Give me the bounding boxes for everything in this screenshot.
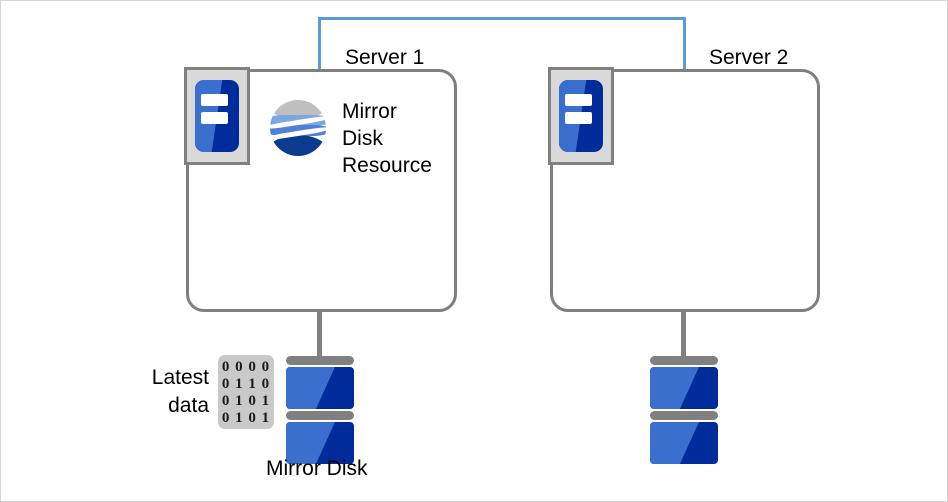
binary-row: 0 0 0 0 bbox=[221, 358, 271, 375]
binary-row: 0 1 0 1 bbox=[221, 409, 271, 426]
globe-segment-navy bbox=[270, 134, 326, 156]
server-slot-bar bbox=[565, 112, 593, 125]
disk-bar bbox=[650, 411, 718, 420]
disk-platter bbox=[650, 367, 718, 409]
latest-data-label: Latest data bbox=[124, 364, 209, 420]
server-unit-icon bbox=[548, 67, 614, 165]
interconnect-line-right bbox=[683, 17, 686, 70]
server-1-mirror-disk bbox=[286, 356, 354, 466]
disk-platter bbox=[286, 422, 354, 464]
server-2-disk-cable bbox=[681, 310, 686, 360]
server-unit-icon bbox=[184, 67, 250, 165]
binary-row: 0 1 0 1 bbox=[221, 392, 271, 409]
server-1-disk-cable bbox=[317, 310, 322, 360]
interconnect-line-top bbox=[318, 17, 686, 20]
mirror-disk-caption: Mirror Disk bbox=[266, 457, 368, 480]
globe-segment-gray bbox=[270, 100, 326, 120]
server-tower-shape bbox=[195, 80, 239, 152]
mirror-disk-resource-label: Mirror Disk Resource bbox=[342, 98, 432, 179]
interconnect-line-left bbox=[318, 17, 321, 70]
mirror-disk-resource-label-line: Mirror bbox=[342, 100, 397, 123]
server-2-label: Server 2 bbox=[709, 46, 789, 69]
disk-platter bbox=[286, 367, 354, 409]
disk-bar bbox=[286, 411, 354, 420]
server-1-label: Server 1 bbox=[345, 46, 425, 69]
disk-bar bbox=[286, 356, 354, 365]
mirror-disk-resource-globe-icon bbox=[270, 100, 326, 156]
server-slot-bar bbox=[565, 94, 593, 107]
server-slot-bar bbox=[201, 112, 229, 125]
binary-row: 0 1 1 0 bbox=[221, 375, 271, 392]
server-slot-bar bbox=[201, 94, 229, 107]
disk-platter bbox=[650, 422, 718, 464]
disk-bar bbox=[650, 356, 718, 365]
binary-data-block: 0 0 0 0 0 1 1 0 0 1 0 1 0 1 0 1 bbox=[218, 355, 274, 429]
latest-data-label-line: data bbox=[168, 394, 209, 417]
mirror-disk-resource-label-line: Disk bbox=[342, 127, 383, 150]
mirror-disk-resource-label-line: Resource bbox=[342, 154, 432, 177]
server-2-mirror-disk bbox=[650, 356, 718, 466]
latest-data-label-line: Latest bbox=[151, 366, 209, 389]
server-tower-shape bbox=[559, 80, 603, 152]
